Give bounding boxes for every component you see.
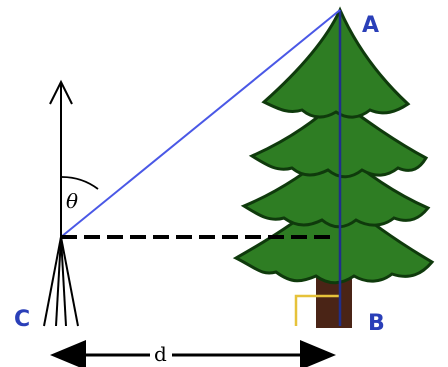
tripod-leg-middle-right — [60, 236, 67, 327]
tripod-leg-right — [60, 236, 79, 327]
tree-trunk — [316, 278, 352, 328]
distance-label-d: d — [154, 342, 167, 366]
tree-tier-bottom — [232, 190, 435, 285]
point-label-a: A — [362, 13, 379, 38]
vertical-arrowhead — [49, 79, 73, 105]
angle-label-theta: θ — [66, 189, 78, 213]
angle-arc — [60, 176, 99, 190]
tripod — [43, 236, 79, 327]
tripod-leg-left — [43, 236, 62, 327]
tree-tier-top — [261, 6, 411, 119]
tripod-leg-middle-left — [55, 236, 62, 327]
tree — [232, 6, 435, 328]
right-angle-marker — [294, 294, 340, 326]
point-label-c: C — [14, 307, 30, 332]
point-label-b: B — [368, 311, 385, 336]
line-of-sight — [60, 9, 341, 238]
vertical-reference-arrow — [49, 79, 73, 237]
